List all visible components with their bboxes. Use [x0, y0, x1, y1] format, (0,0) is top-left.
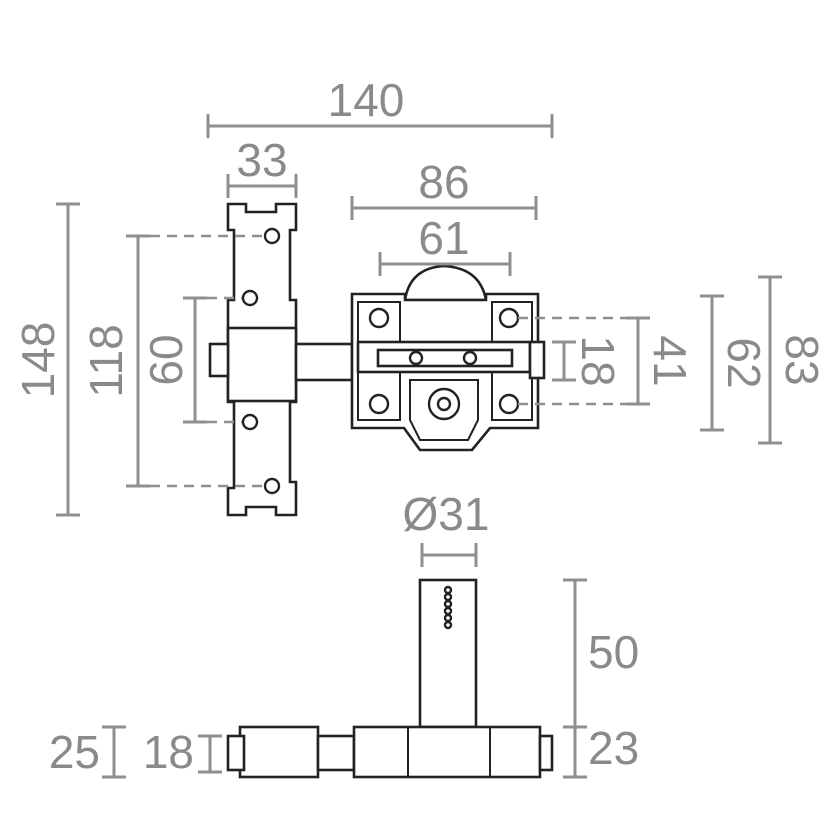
top-view-dimensions: 140 33 86 61 148 118 60 — [12, 74, 827, 517]
housing-pin — [408, 350, 424, 366]
dim-plate-hole-spacing: 118 — [80, 324, 132, 397]
dim-side-total-height: 25 — [49, 726, 100, 778]
keeper-hole-2 — [241, 289, 259, 307]
keeper-plate-center-block — [226, 326, 298, 403]
dim-cover-width: 61 — [418, 212, 469, 264]
housing-top-arch — [403, 264, 488, 302]
knob-dot-6 — [443, 620, 453, 630]
housing-hole-bl — [368, 393, 390, 415]
dim-base-height: 23 — [588, 722, 639, 774]
side-view — [226, 578, 554, 779]
dim-housing-height: 83 — [776, 334, 827, 385]
dim-side-bolt-height: 18 — [143, 726, 194, 778]
dim-housing-width: 86 — [418, 156, 469, 208]
dim-knob-height: 50 — [588, 626, 639, 678]
dim-housing-inner-spacing: 41 — [644, 335, 696, 386]
knob-dot-3 — [443, 599, 453, 609]
housing-bolt-end — [528, 340, 546, 380]
knob-dot-5 — [443, 613, 453, 623]
top-view — [208, 202, 546, 517]
cylinder-inner — [436, 396, 452, 412]
dim-plate-width: 33 — [236, 134, 287, 186]
knob-dot-4 — [443, 606, 453, 616]
knob-dot-2 — [443, 592, 453, 602]
housing-hole-tl — [368, 307, 390, 329]
side-bolt-bar — [316, 734, 356, 772]
dim-plate-height: 148 — [12, 322, 64, 399]
housing-cylinder-guard — [409, 379, 479, 441]
side-bolt-left — [226, 734, 246, 772]
dim-overall-width: 140 — [328, 74, 405, 126]
housing-pin-2 — [462, 350, 478, 366]
side-bolt-right — [538, 734, 554, 772]
keeper-hole-4 — [263, 477, 281, 495]
keeper-hole-1 — [263, 227, 281, 245]
bolt-end — [208, 342, 230, 378]
dim-plate-inner-spacing: 60 — [140, 334, 192, 385]
dim-knob-diameter: Ø31 — [403, 488, 490, 540]
side-housing — [352, 725, 542, 779]
knob-dot-1 — [443, 585, 453, 595]
housing-inner-outline — [357, 301, 533, 421]
side-view-dimensions: Ø31 50 23 25 18 — [49, 488, 639, 779]
keeper-hole-3 — [241, 413, 259, 431]
bolt-bar — [294, 342, 354, 382]
dim-bolt-height: 18 — [572, 335, 624, 386]
housing-hole-br — [498, 393, 520, 415]
housing-slide-plate — [376, 348, 514, 368]
side-keeper-block — [238, 725, 320, 779]
housing-hole-tr — [498, 307, 520, 329]
dim-housing-hole-spacing: 62 — [718, 337, 770, 388]
